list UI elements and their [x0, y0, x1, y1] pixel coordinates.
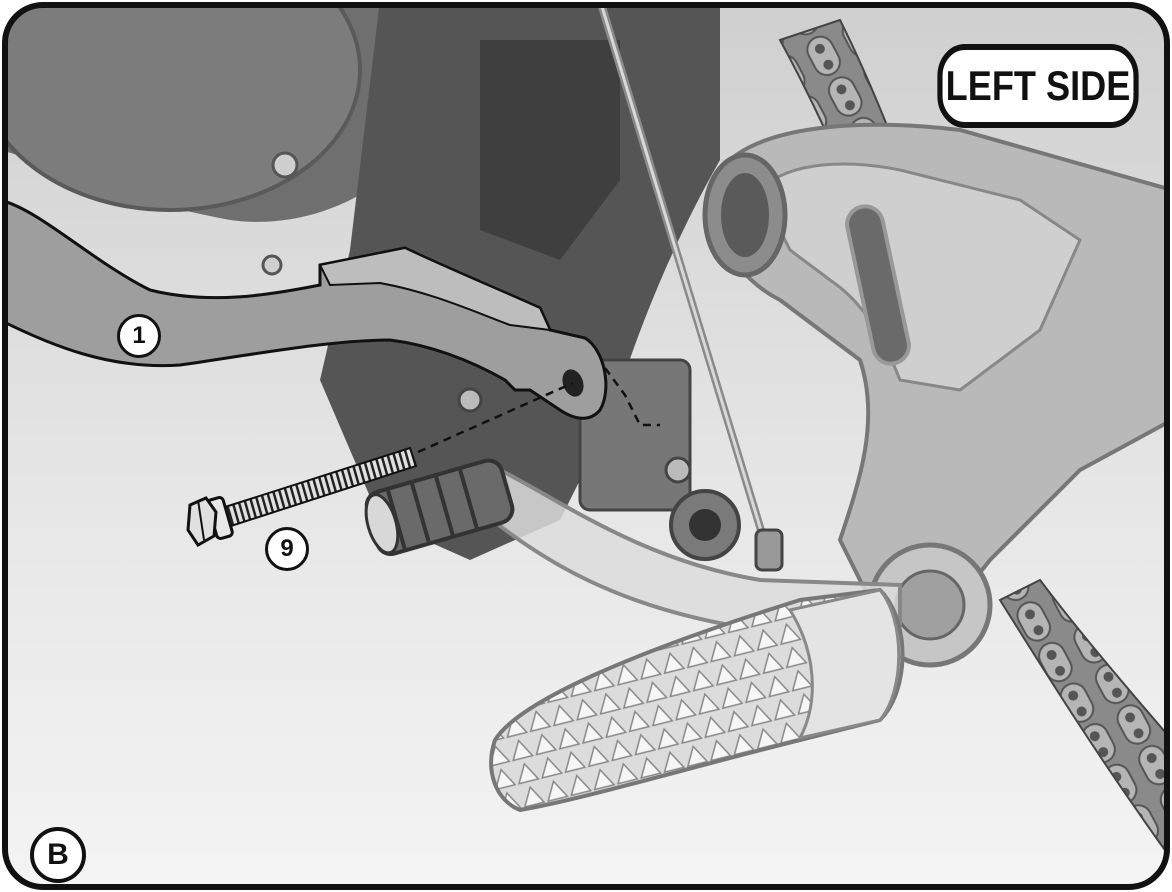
frame-bolt [664, 456, 692, 484]
callout-part-9: 9 [265, 527, 309, 571]
crash-bar-bracket-face [318, 246, 552, 332]
frame-tube-end [721, 173, 769, 257]
step-label-b: B [30, 827, 86, 883]
shift-peg-rubber [364, 458, 515, 556]
frame-slot [845, 204, 911, 366]
bolt-part-9 [186, 446, 418, 547]
rear-frame-inner [758, 162, 1082, 392]
cover-bolt [261, 254, 283, 276]
rod-end [754, 528, 784, 572]
assembly-guide-line [603, 367, 660, 427]
drive-chain-lower [998, 578, 1168, 864]
pivot-hub-inner [894, 569, 966, 641]
engine-cover [4, 4, 362, 212]
crash-bar [4, 198, 608, 420]
frame-bolt [457, 387, 483, 413]
frame-section [480, 40, 620, 260]
pivot-bolt [689, 509, 721, 541]
assembly-guide-line [417, 381, 574, 454]
foot-peg [489, 587, 905, 813]
frame-bracket [578, 358, 692, 512]
callout-part-1: 1 [117, 314, 161, 358]
cover-bolt [271, 151, 299, 179]
linkage-rod [598, 4, 772, 561]
left-side-label: LEFT SIDE [937, 44, 1139, 128]
